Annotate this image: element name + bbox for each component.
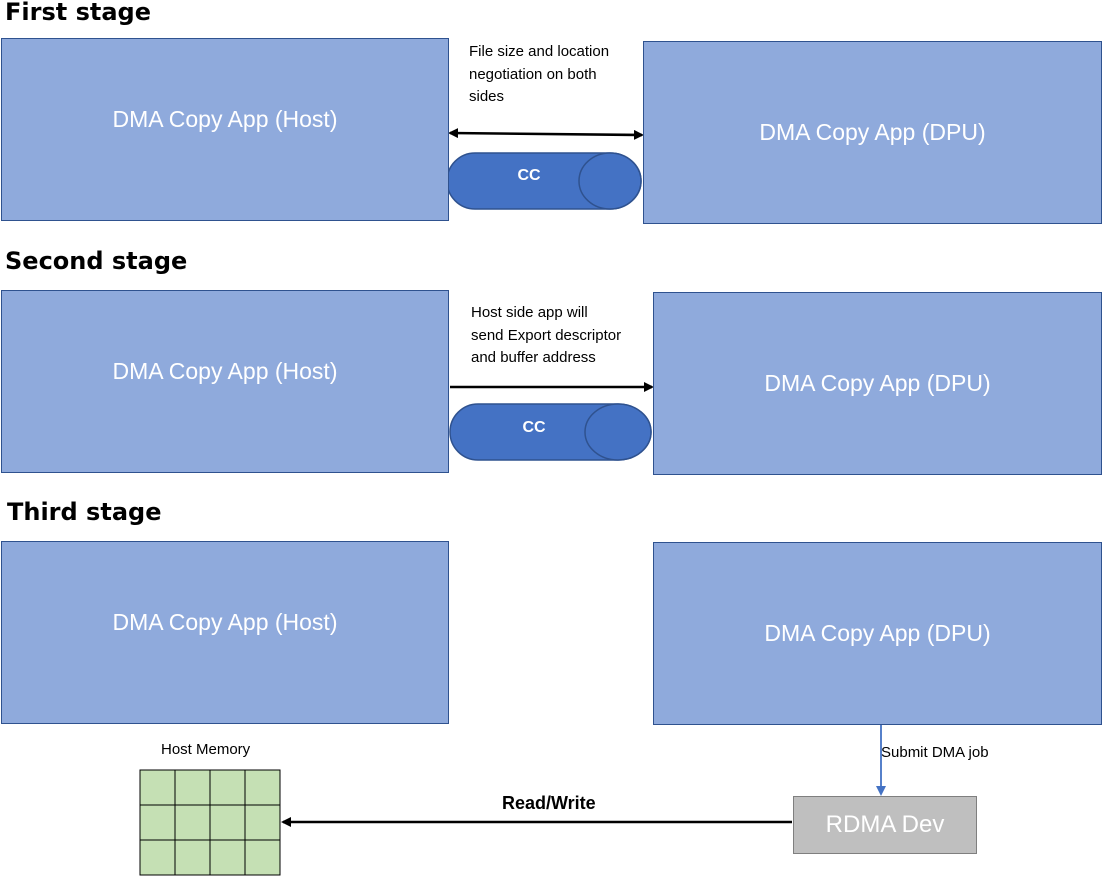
memory-cell xyxy=(244,839,281,876)
memory-cell xyxy=(139,839,176,876)
memory-cell xyxy=(244,769,281,806)
stage1-note-line: negotiation on both xyxy=(469,65,597,83)
stage1-dpu-app-box: DMA Copy App (DPU) xyxy=(643,41,1102,224)
stage1-note: File size and location negotiation on bo… xyxy=(469,41,609,109)
stage3-dpu-app-box: DMA Copy App (DPU) xyxy=(653,542,1102,725)
stage1-note-line: File size and location xyxy=(469,43,610,60)
stage2-title: Second stage xyxy=(5,247,188,275)
stage3-host-app-label: DMA Copy App (Host) xyxy=(112,609,338,635)
memory-cell xyxy=(174,769,211,806)
memory-cell xyxy=(209,839,246,876)
stage2-channel-label: CC xyxy=(522,419,546,436)
host-memory-label: Host Memory xyxy=(161,741,251,758)
host-memory-grid xyxy=(139,769,281,876)
memory-cell xyxy=(174,804,211,841)
stage2-dpu-app-label: DMA Copy App (DPU) xyxy=(764,370,991,396)
stage1-title: First stage xyxy=(5,0,151,26)
stage1-bidirectional-arrow xyxy=(448,128,644,140)
stage2-dpu-app-box: DMA Copy App (DPU) xyxy=(653,292,1102,475)
memory-cell xyxy=(174,839,211,876)
rdma-device-box: RDMA Dev xyxy=(793,796,977,854)
memory-cell xyxy=(139,769,176,806)
rdma-device-label: RDMA Dev xyxy=(825,811,945,838)
stage2-host-app-label: DMA Copy App (Host) xyxy=(112,358,338,384)
stage1-note-line: sides xyxy=(469,88,505,105)
stage2-note-line: send Export descriptor xyxy=(471,326,622,344)
memory-cell xyxy=(209,804,246,841)
stage2-channel-cylinder xyxy=(449,403,652,461)
memory-cell xyxy=(139,804,176,841)
memory-cell xyxy=(244,804,281,841)
stage1-host-app-box: DMA Copy App (Host) xyxy=(1,38,449,221)
submit-dma-job-label: Submit DMA job xyxy=(881,744,989,761)
stage1-dpu-app-label: DMA Copy App (DPU) xyxy=(759,119,986,145)
stage1-channel-cylinder xyxy=(446,152,642,210)
stage3-dpu-app-label: DMA Copy App (DPU) xyxy=(764,620,991,646)
stage1-host-app-label: DMA Copy App (Host) xyxy=(112,106,338,132)
stage2-note-line: and buffer address xyxy=(471,349,596,366)
stage1-channel-label: CC xyxy=(517,167,541,184)
stage2-note: Host side app will send Export descripto… xyxy=(471,302,621,370)
stage2-note-line: Host side app will xyxy=(471,304,588,321)
read-write-label: Read/Write xyxy=(502,793,596,813)
stage2-host-app-box: DMA Copy App (Host) xyxy=(1,290,449,473)
memory-cell xyxy=(209,769,246,806)
stage3-host-app-box: DMA Copy App (Host) xyxy=(1,541,449,724)
stage3-title: Third stage xyxy=(7,498,162,526)
